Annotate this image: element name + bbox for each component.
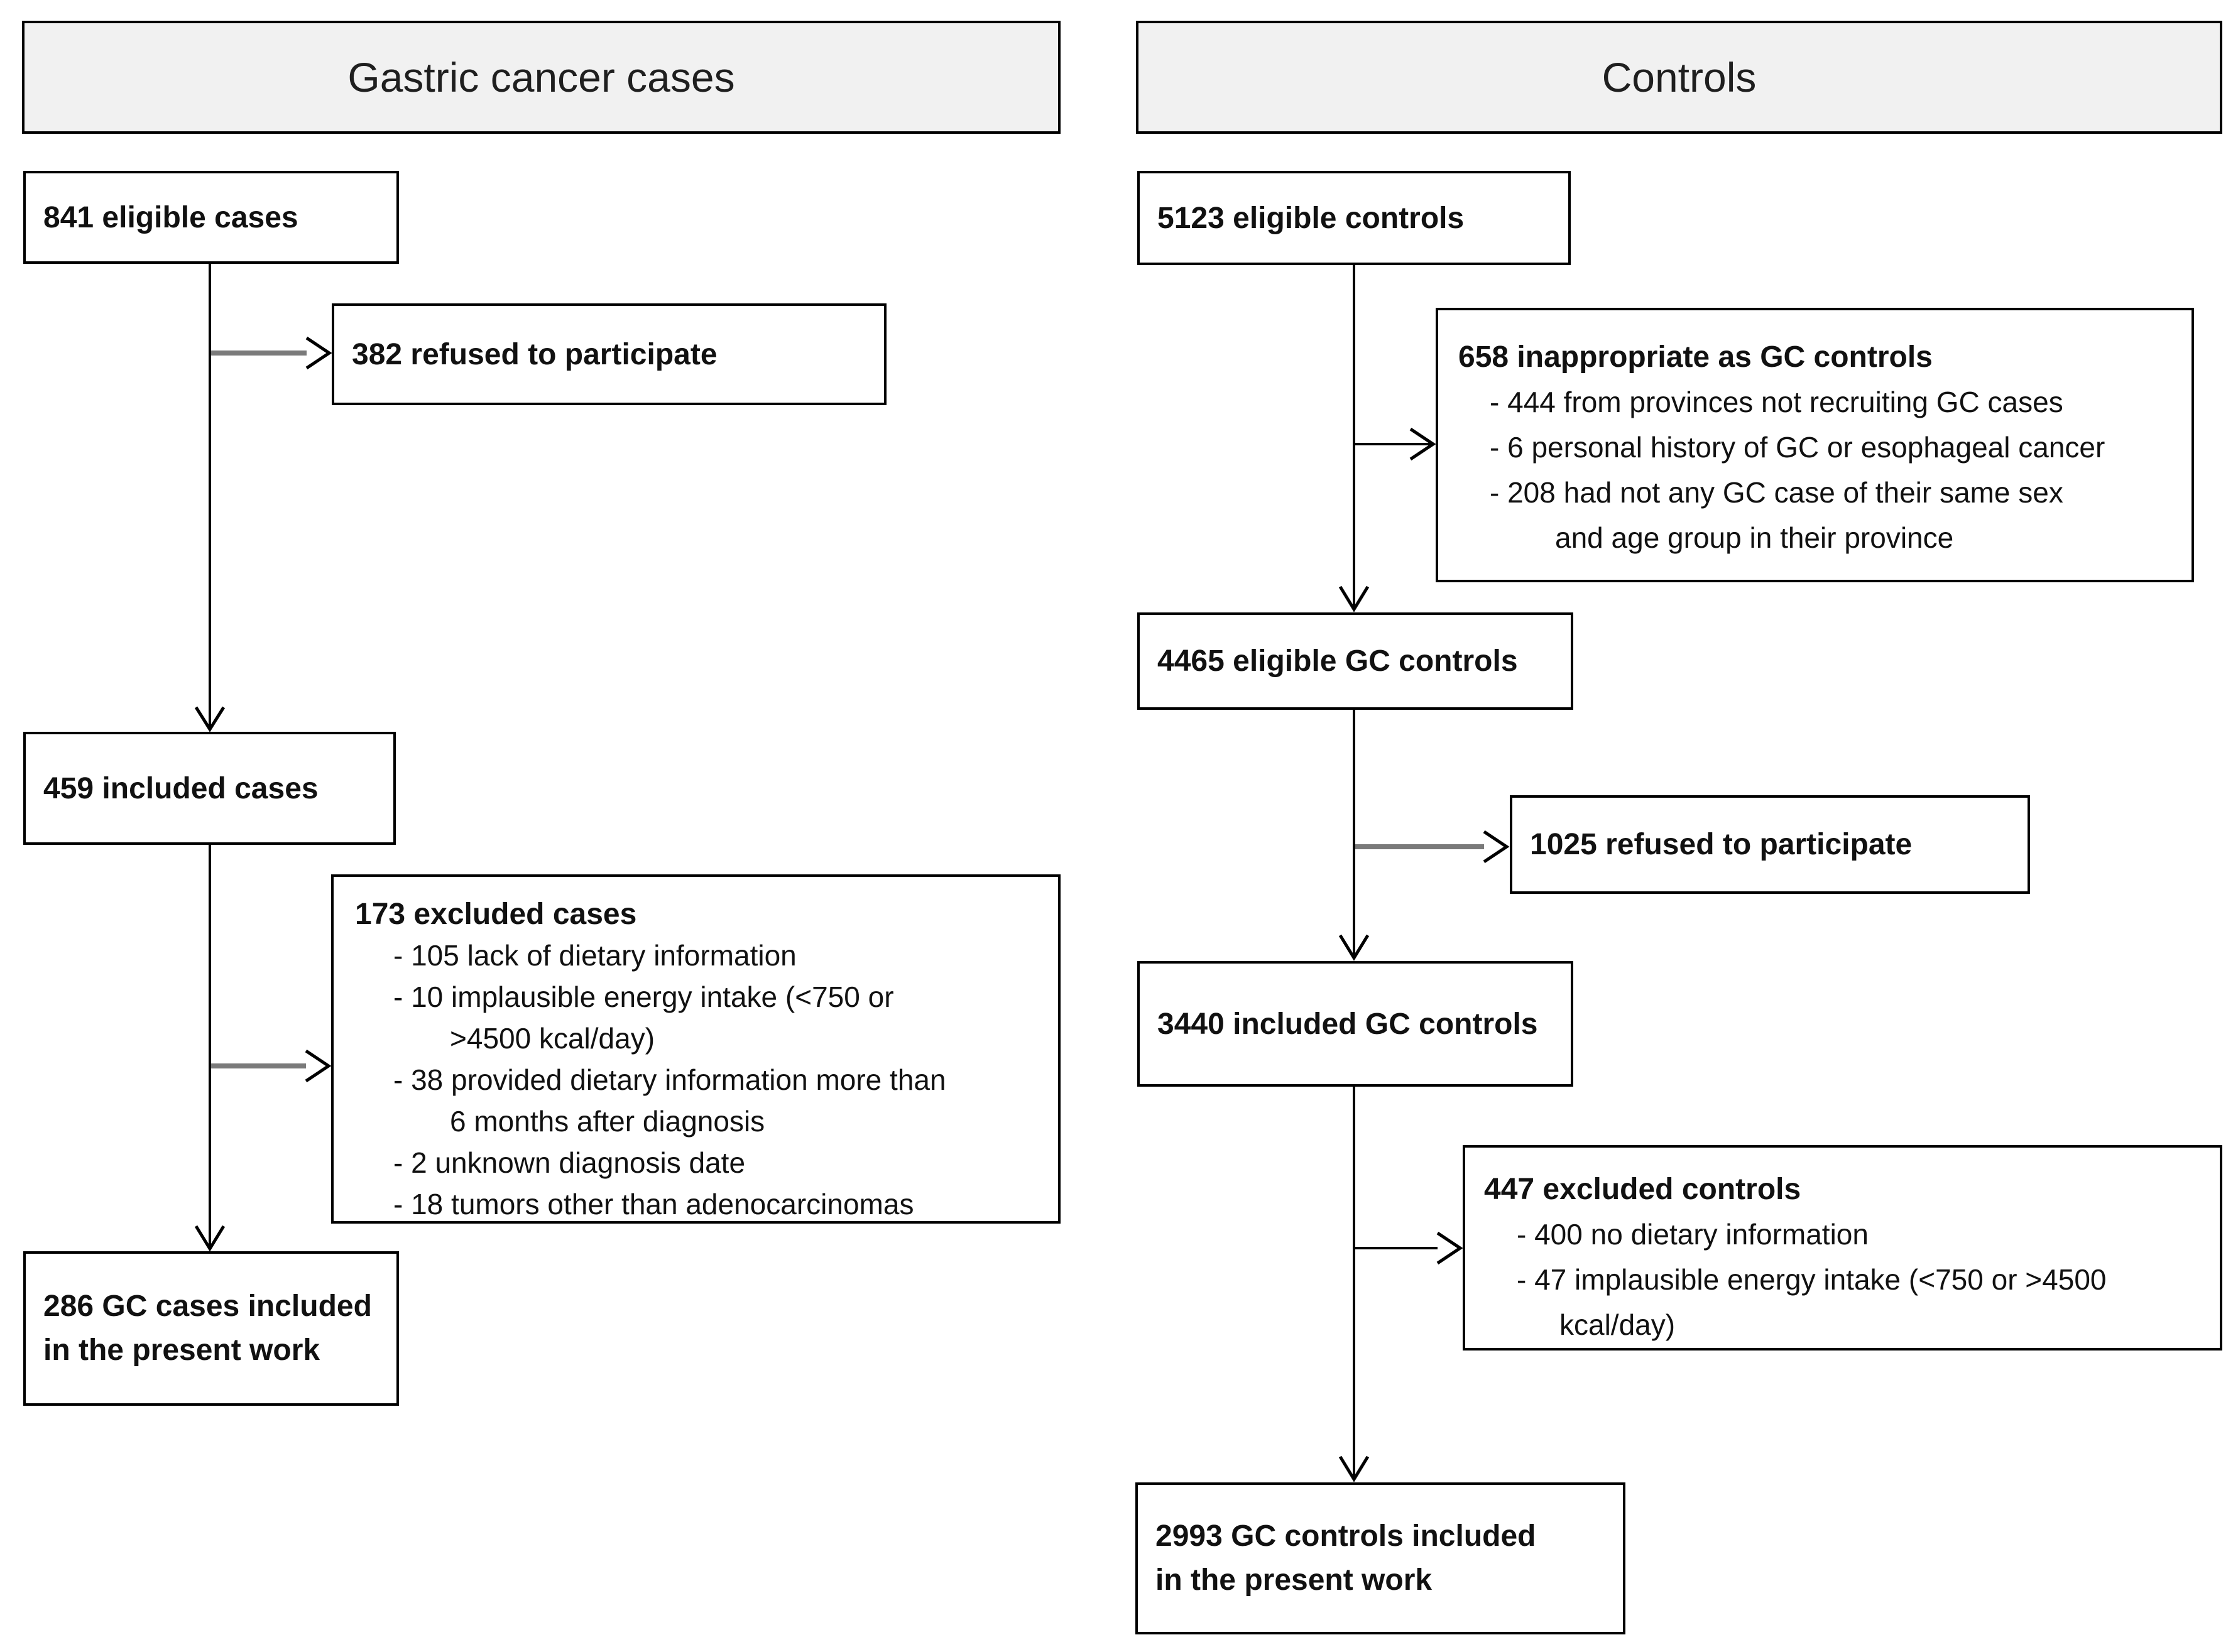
refused-cases-label: 382 refused to participate	[352, 337, 718, 371]
final-cases-line1: 286 GC cases included	[43, 1290, 372, 1323]
arrow-to-refused-controls	[1355, 830, 1510, 864]
header-cases-label: Gastric cancer cases	[347, 54, 735, 101]
arrow-to-excluded-cases	[211, 1049, 332, 1083]
header-controls: Controls	[1136, 21, 2222, 134]
box-excluded-cases: 173 excluded cases - 105 lack of dietary…	[331, 874, 1061, 1224]
arrow-eligible-gc-to-included-gc	[1338, 709, 1370, 961]
refused-controls-label: 1025 refused to participate	[1530, 828, 1913, 861]
box-inappropriate-controls: 658 inappropriate as GC controls - 444 f…	[1436, 308, 2194, 582]
final-controls-line2: in the present work	[1155, 1563, 1433, 1597]
box-eligible-cases: 841 eligible cases	[23, 171, 399, 264]
excluded-cases-title: 173 excluded cases	[355, 897, 637, 931]
final-cases-line2: in the present work	[43, 1334, 320, 1367]
arrow-included-cases-to-final-cases	[194, 844, 226, 1252]
eligible-cases-label: 841 eligible cases	[43, 200, 298, 234]
excluded-cases-line: - 38 provided dietary information more t…	[393, 1063, 946, 1096]
header-gastric-cancer-cases: Gastric cancer cases	[22, 21, 1061, 134]
included-gc-controls-label: 3440 included GC controls	[1157, 1007, 1538, 1041]
excluded-controls-line: - 47 implausible energy intake (<750 or …	[1517, 1263, 2107, 1296]
excluded-cases-line: 6 months after diagnosis	[450, 1105, 765, 1138]
arrow-eligible-controls-to-eligible-gc	[1338, 264, 1370, 612]
box-refused-controls: 1025 refused to participate	[1510, 795, 2030, 894]
excluded-controls-title: 447 excluded controls	[1484, 1172, 1801, 1206]
inappropriate-controls-line: - 208 had not any GC case of their same …	[1490, 476, 2063, 509]
arrow-to-inappropriate-controls	[1354, 427, 1436, 461]
box-included-cases: 459 included cases	[23, 732, 396, 845]
arrow-eligible-cases-to-included-cases	[194, 263, 226, 732]
arrow-included-gc-to-final-controls	[1338, 1085, 1370, 1482]
final-controls-line1: 2993 GC controls included	[1155, 1519, 1536, 1553]
excluded-cases-line: - 2 unknown diagnosis date	[393, 1146, 746, 1179]
box-final-cases: 286 GC cases included in the present wor…	[23, 1251, 399, 1406]
excluded-cases-line: - 18 tumors other than adenocarcinomas	[393, 1188, 914, 1220]
box-included-gc-controls: 3440 included GC controls	[1137, 961, 1573, 1087]
eligible-controls-label: 5123 eligible controls	[1157, 201, 1465, 235]
box-eligible-controls: 5123 eligible controls	[1137, 171, 1571, 265]
excluded-cases-line: >4500 kcal/day)	[450, 1022, 655, 1055]
box-eligible-gc-controls: 4465 eligible GC controls	[1137, 612, 1573, 710]
arrow-to-excluded-controls	[1354, 1231, 1463, 1265]
inappropriate-controls-line: - 6 personal history of GC or esophageal…	[1490, 431, 2105, 464]
eligible-gc-controls-label: 4465 eligible GC controls	[1157, 644, 1518, 678]
box-final-controls: 2993 GC controls included in the present…	[1135, 1482, 1625, 1634]
excluded-cases-line: - 105 lack of dietary information	[393, 939, 797, 972]
excluded-controls-line: - 400 no dietary information	[1517, 1218, 1869, 1251]
inappropriate-controls-line: - 444 from provinces not recruiting GC c…	[1490, 386, 2063, 418]
arrow-to-refused-cases	[211, 336, 332, 370]
excluded-cases-line: - 10 implausible energy intake (<750 or	[393, 981, 894, 1013]
inappropriate-controls-title: 658 inappropriate as GC controls	[1458, 340, 1933, 374]
box-excluded-controls: 447 excluded controls - 400 no dietary i…	[1463, 1145, 2222, 1350]
included-cases-label: 459 included cases	[43, 771, 319, 805]
inappropriate-controls-line: and age group in their province	[1555, 521, 1954, 554]
header-controls-label: Controls	[1602, 54, 1757, 101]
excluded-controls-line: kcal/day)	[1559, 1308, 1676, 1341]
box-refused-cases: 382 refused to participate	[332, 303, 887, 405]
